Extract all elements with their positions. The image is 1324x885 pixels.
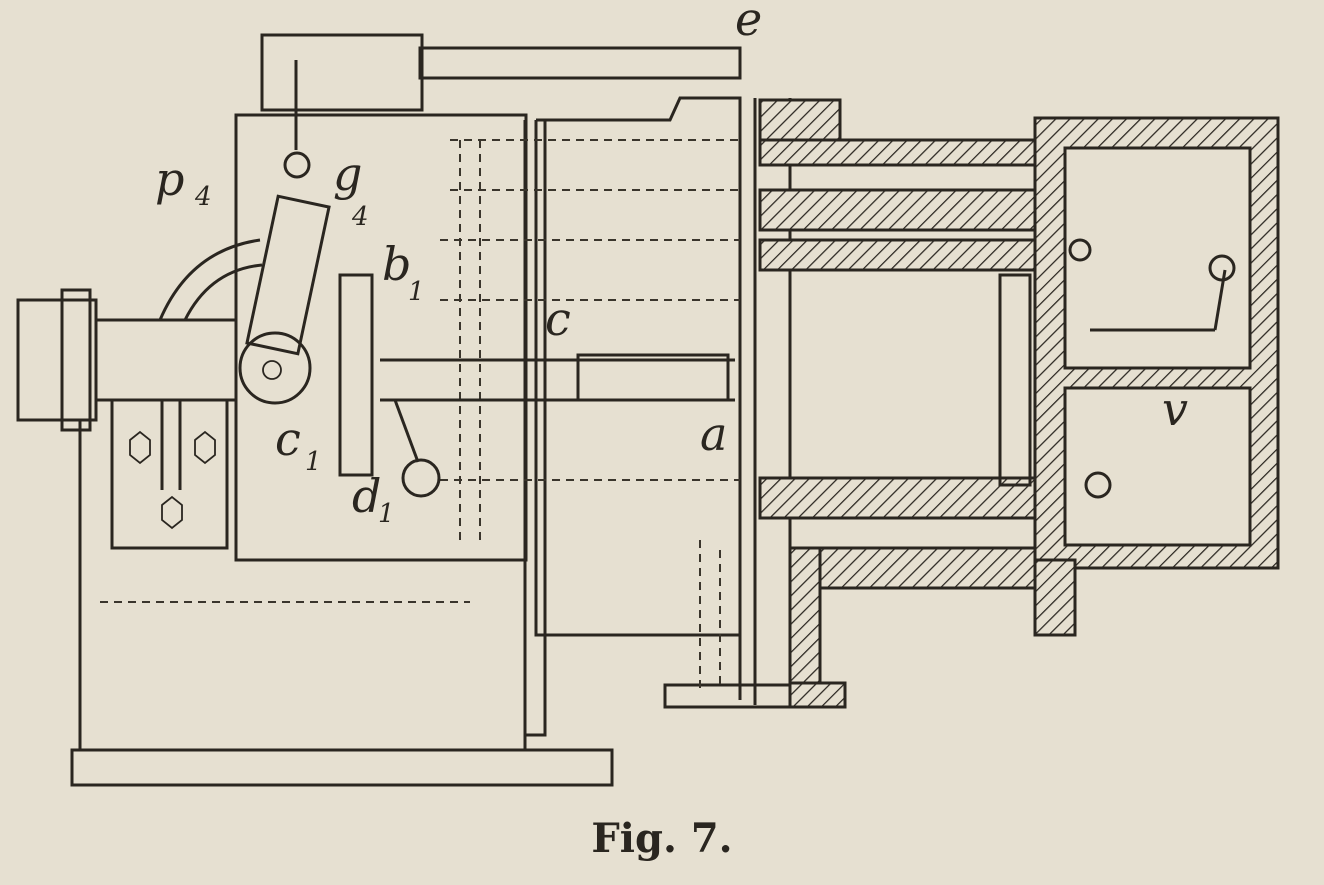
label-g4-sub: 4 <box>351 202 369 232</box>
label-p4-sub: 4 <box>194 182 212 212</box>
part-labels: e p 4 g 4 b 1 c c 1 d 1 a v <box>155 0 1188 529</box>
cylinder-section <box>753 98 1280 709</box>
label-a: a <box>700 407 727 461</box>
label-g4: g <box>333 147 362 201</box>
label-p4: p <box>155 152 184 206</box>
base-frame <box>70 120 614 787</box>
label-d1: d <box>352 469 381 523</box>
label-b1: b <box>382 237 411 291</box>
label-e: e <box>735 0 762 46</box>
label-b1-sub: 1 <box>408 277 425 307</box>
label-c1-sub: 1 <box>305 447 322 477</box>
label-c1: c <box>275 412 301 466</box>
label-d1-sub: 1 <box>378 499 395 529</box>
valve-gear-housing <box>16 33 847 709</box>
label-v: v <box>1162 382 1188 436</box>
label-c: c <box>545 292 571 346</box>
figure-caption: Fig. 7. <box>591 815 733 862</box>
